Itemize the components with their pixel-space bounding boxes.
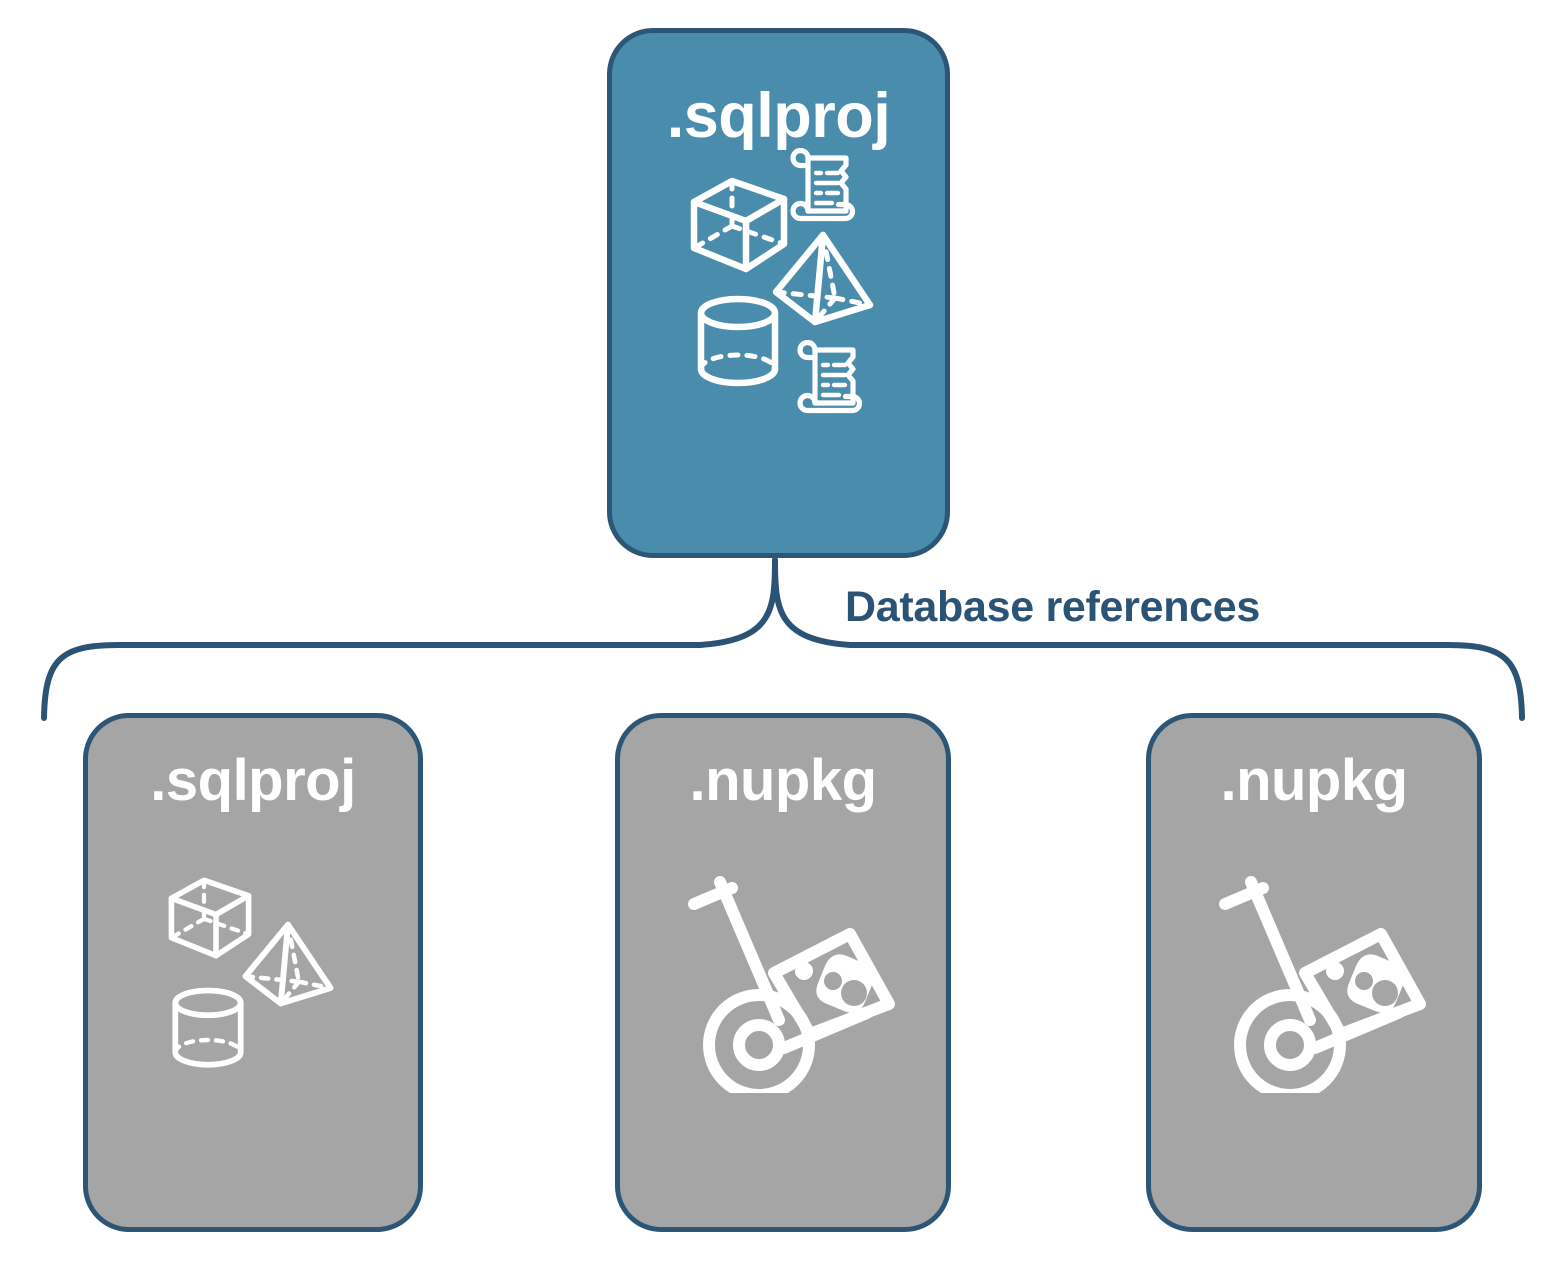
- node-sqlproj-reference[interactable]: .sqlproj: [83, 713, 423, 1232]
- cube-wireframe-icon: [168, 877, 252, 959]
- node-title: .nupkg: [689, 748, 877, 813]
- pyramid-wireframe-icon: [242, 921, 334, 1007]
- pyramid-wireframe-icon: [772, 231, 874, 326]
- node-icon-group: [620, 810, 946, 1227]
- bracket-label: Database references: [845, 583, 1260, 631]
- database-references-bracket: [41, 557, 1525, 721]
- script-scroll-icon: [790, 148, 856, 222]
- node-nupkg-2[interactable]: .nupkg: [1146, 713, 1482, 1232]
- node-title: .sqlproj: [150, 748, 356, 813]
- node-title: .sqlproj: [666, 81, 891, 151]
- cube-wireframe-icon: [690, 177, 788, 273]
- script-scroll-icon: [797, 340, 863, 414]
- node-nupkg-1[interactable]: .nupkg: [615, 713, 951, 1232]
- node-sqlproj-root[interactable]: .sqlproj: [607, 28, 950, 558]
- node-title: .nupkg: [1220, 748, 1408, 813]
- node-icon-group: [612, 148, 945, 553]
- nuget-package-handtruck-icon: [688, 876, 895, 1093]
- node-icon-group: [1151, 810, 1477, 1227]
- node-icon-group: [88, 810, 418, 1227]
- nuget-package-handtruck-icon: [1219, 876, 1426, 1093]
- cylinder-wireframe-icon: [697, 295, 779, 387]
- cylinder-wireframe-icon: [172, 987, 244, 1068]
